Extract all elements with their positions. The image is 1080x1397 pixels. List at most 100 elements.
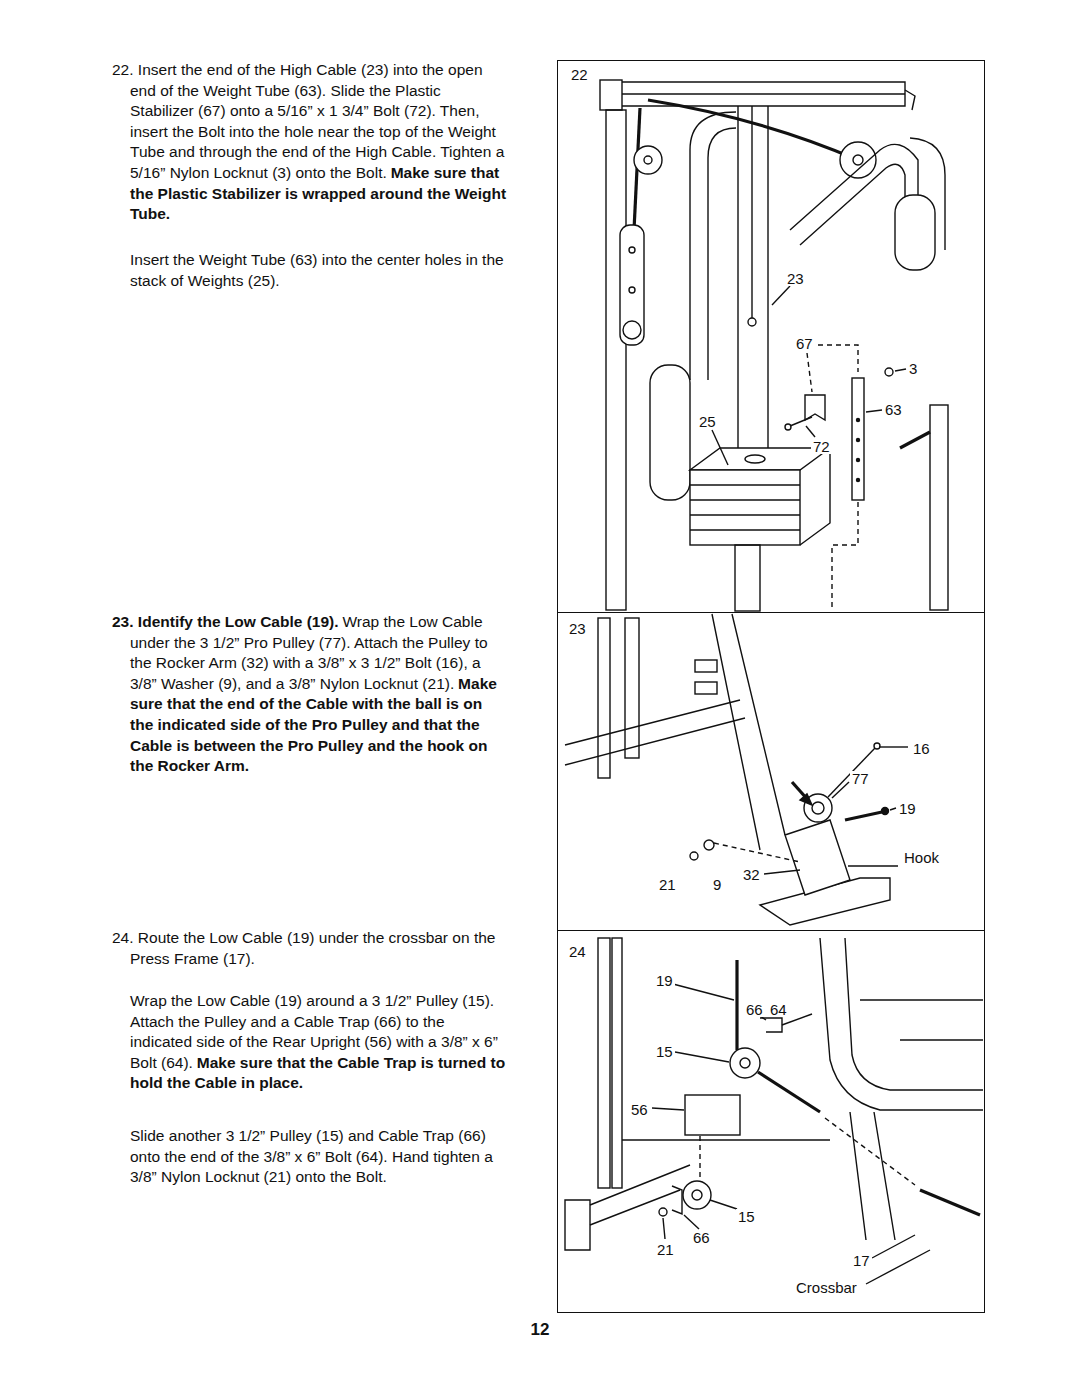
callout-number: 67 [794,336,815,351]
bolt [790,417,812,426]
callout-number: 16 [911,741,932,756]
beam-end-cap [600,80,622,110]
press-frame [850,1112,895,1240]
callout-number: 72 [811,439,832,454]
instruction-paragraph: Wrap the Low Cable (19) around a 3 1/2” … [130,991,507,1094]
callout-number: 32 [741,867,762,882]
leader-line [772,286,790,305]
weight-plate [690,514,800,515]
step-24-drawing [565,938,983,1284]
pulley-hub [692,1190,702,1200]
low-cable [758,1072,820,1112]
bracket [695,660,717,672]
frame-tube [598,938,610,1188]
leader-line [879,746,908,747]
cable-eye [748,318,756,326]
low-cable [735,960,738,1050]
leader-line [710,1200,737,1209]
base-bar [565,700,745,765]
tube-hole [857,439,860,442]
pulley-hub [812,802,824,814]
bracket [695,682,717,694]
weight-tube [852,378,864,500]
callout-number: 19 [897,801,918,816]
leader-line [848,865,898,866]
weight-hole [745,455,765,463]
leader-line [712,430,728,465]
pulley-hub [644,156,652,164]
stack-base [735,545,760,611]
step-23-drawing [565,614,908,925]
step-panel: 2223673632572 [557,60,985,613]
pec-arm [800,164,905,245]
leader-line [832,782,849,798]
pulley-hub [853,155,863,165]
callout-number: 66 [744,1002,765,1017]
pulley [730,1048,760,1078]
leader-line [684,1215,699,1229]
callout-number: 3 [907,361,919,376]
cable-route [825,1118,915,1185]
callout-number: Crossbar [794,1280,859,1295]
step-panel: 23167719Hook32219 [557,612,985,931]
callout-number: 56 [629,1102,650,1117]
callout-number: 63 [883,402,904,417]
dashed-guide [699,1136,700,1178]
callout-number: 64 [768,1002,789,1017]
callout-number: Hook [902,850,941,865]
locknut [885,368,893,376]
instruction-text: 22. Insert the end of the High Cable (23… [112,61,504,181]
arm-pad [650,365,690,500]
cable-trap [672,1186,682,1214]
leader-line [890,808,896,810]
handle [900,432,930,448]
press-frame [845,938,983,1090]
bold-instruction: 23. Identify the Low Cable (19). [112,613,339,630]
callout-number: 15 [654,1044,675,1059]
pulley [840,142,876,178]
step-number: 22 [569,67,590,82]
weight-plate [690,529,800,530]
plate-hole [629,247,635,253]
weight-side [800,448,830,545]
callout-number: 19 [654,973,675,988]
low-cable [845,812,882,820]
pulley [623,321,641,339]
press-arm [690,112,736,380]
leader-line [806,426,815,437]
arrow-head [800,794,812,805]
instruction-text: Slide another 3 1/2” Pulley (15) and Cab… [130,1127,493,1185]
leader-line [663,1218,665,1239]
callout-number: 15 [736,1209,757,1224]
leader-line [652,1108,684,1110]
instruction-paragraph: Slide another 3 1/2” Pulley (15) and Cab… [130,1126,507,1188]
frame-tube [625,618,639,758]
cable-end [751,106,752,318]
step-number: 23 [567,621,588,636]
leader-line [872,1235,915,1258]
instruction-text: Insert the Weight Tube (63) into the cen… [130,251,504,289]
arm-pad [895,195,935,270]
callout-number: 66 [691,1230,712,1245]
leader-line [895,369,906,371]
cable-trap [760,1018,782,1032]
square-tube [565,1200,590,1250]
step-panel: 24196664155615662117Crossbar [557,930,985,1313]
instruction-text: 24. Route the Low Cable (19) under the c… [112,929,495,967]
crossbar [920,1190,980,1215]
frame-tube [910,138,945,250]
press-frame [820,938,983,1110]
rocker-plate [785,820,850,895]
tube-hole [857,459,860,462]
bolt [828,748,875,797]
dashed-guide [832,502,858,610]
callout-number: 9 [711,877,723,892]
instruction-paragraph: 22. Insert the end of the High Cable (23… [112,60,507,225]
locknut [690,852,698,860]
step-number: 24 [567,944,588,959]
pulley-hub [740,1058,750,1068]
bolt-head [785,424,791,430]
instruction-paragraph: Insert the Weight Tube (63) into the cen… [130,250,507,291]
callout-number: 23 [785,271,806,286]
washer [704,840,714,850]
